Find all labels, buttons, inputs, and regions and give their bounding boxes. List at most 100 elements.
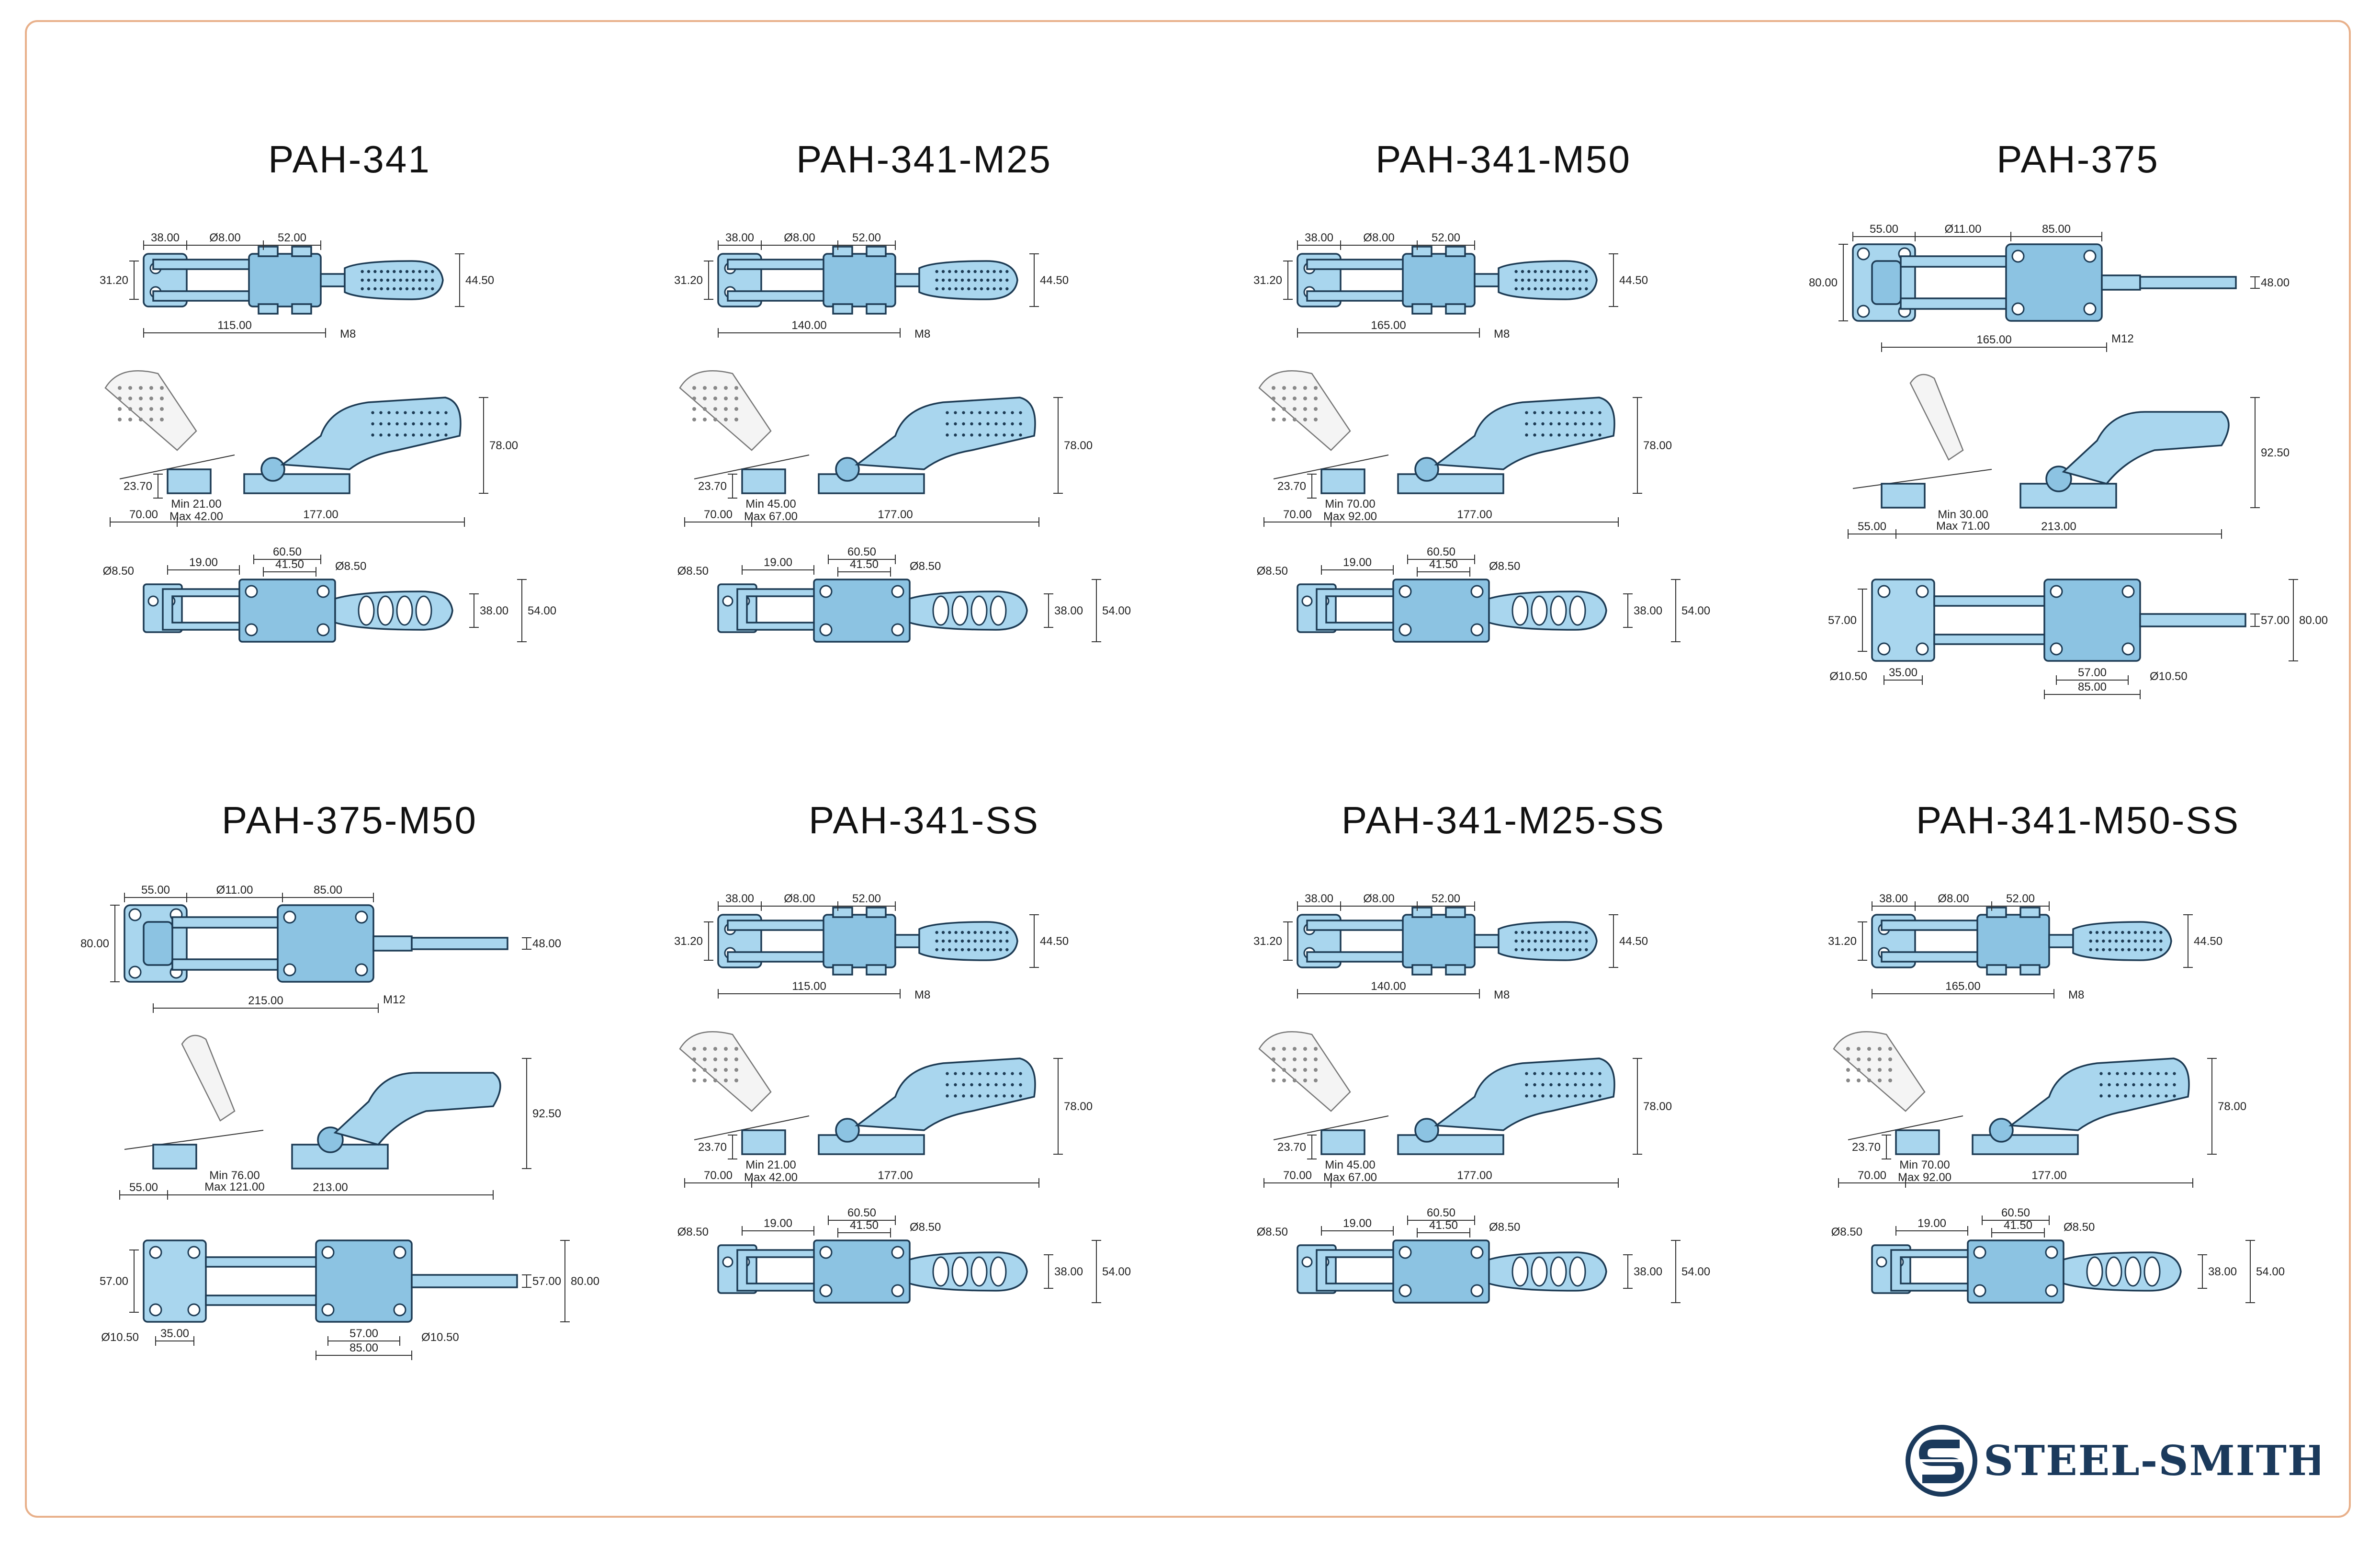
dim-d1: Ø8.50	[103, 565, 134, 578]
dim-height: 78.00	[1643, 1100, 1672, 1113]
dim-thread: M8	[1494, 328, 1510, 341]
dim-max: Max 67.00	[1323, 1171, 1377, 1184]
dim-hole: Ø8.00	[784, 892, 815, 905]
base-right	[1972, 1134, 2079, 1155]
dim-right-h: 44.50	[1040, 935, 1069, 948]
shaft	[894, 934, 920, 948]
shaft	[894, 273, 920, 287]
base-left	[741, 1129, 786, 1155]
toggle-handle	[2062, 411, 2230, 485]
dim-thread: M8	[1494, 988, 1510, 1001]
dim-thread: M12	[383, 993, 406, 1006]
dim-base-h: 23.70	[1277, 1141, 1306, 1154]
dim-w2: 52.00	[1432, 231, 1460, 244]
dim-height: 92.50	[532, 1107, 561, 1120]
brand-name: STEEL-SMITH	[1984, 1437, 2320, 1485]
dim-min: Min 45.00	[1325, 1159, 1375, 1171]
dim-h1: 38.00	[1054, 604, 1083, 617]
base-left	[152, 1144, 197, 1170]
base-right	[818, 1134, 925, 1155]
dim-height: 78.00	[1064, 1100, 1093, 1113]
dim-min: Min 21.00	[171, 498, 221, 511]
dim-h2: 54.00	[2256, 1265, 2285, 1278]
dim-w3: 85.00	[2078, 681, 2107, 693]
dim-min: Min 70.00	[1325, 498, 1375, 511]
dim-length: 140.00	[791, 319, 826, 332]
dim-height: 92.50	[2261, 446, 2290, 459]
shaft	[1474, 273, 1500, 287]
dim-w1: 35.00	[160, 1327, 189, 1340]
panel-title: PAH-341-M25-SS	[1342, 799, 1665, 841]
dim-w1: 38.00	[725, 231, 754, 244]
dim-left-h: 80.00	[1809, 276, 1838, 289]
handle-bar	[411, 937, 508, 950]
dim-h1: 38.00	[2208, 1265, 2237, 1278]
base-left	[1881, 483, 1926, 509]
dim-w1: 55.00	[1870, 223, 1898, 236]
dim-d1: Ø10.50	[101, 1331, 139, 1344]
dim-base-h: 23.70	[124, 480, 152, 493]
dim-max: Max 121.00	[204, 1181, 264, 1193]
dim-d1: Ø8.50	[1831, 1226, 1862, 1238]
dim-w2: 60.50	[2001, 1206, 2030, 1219]
panel-title: PAH-341	[268, 138, 431, 181]
dim-d1: Ø10.50	[1829, 670, 1867, 683]
dim-w3: 41.50	[850, 558, 879, 571]
base-plate-left	[143, 1239, 207, 1323]
dim-h2: 80.00	[571, 1275, 599, 1288]
dim-hole: Ø8.00	[1363, 231, 1394, 244]
dim-left-h: 57.00	[1828, 614, 1857, 627]
handle-open-ghost	[1909, 374, 1964, 461]
base-left	[1320, 1129, 1365, 1155]
dim-w1: 38.00	[1305, 231, 1333, 244]
dim-d1: Ø8.50	[1257, 1226, 1288, 1238]
dim-max: Max 42.00	[744, 1171, 798, 1184]
dim-length: 165.00	[1945, 980, 1980, 993]
dim-d2: Ø10.50	[421, 1331, 459, 1344]
panel-title: PAH-375	[1996, 138, 2159, 181]
dim-max: Max 67.00	[744, 510, 798, 523]
dim-right: 213.00	[2041, 520, 2076, 533]
dim-w3: 41.50	[2004, 1219, 2032, 1232]
dim-length: 165.00	[1976, 333, 2011, 346]
dim-left: 70.00	[704, 508, 733, 521]
dim-length: 115.00	[217, 319, 252, 332]
dim-right: 177.00	[878, 508, 913, 521]
dim-h1: 38.00	[480, 604, 508, 617]
toggle-handle	[855, 1057, 1036, 1131]
clamp-body	[823, 914, 896, 968]
dim-d2: Ø8.50	[2064, 1221, 2095, 1234]
dim-right-h: 44.50	[1040, 274, 1069, 287]
dim-h2: 54.00	[1681, 1265, 1710, 1278]
dim-hole: Ø11.00	[216, 884, 253, 897]
base-right	[1397, 1134, 1504, 1155]
shaft	[2048, 934, 2074, 948]
dim-hole: Ø8.00	[784, 231, 815, 244]
dim-thread: M12	[2111, 332, 2134, 345]
dim-d2: Ø8.50	[1489, 1221, 1520, 1234]
clamp-body	[248, 253, 322, 307]
dim-h2: 54.00	[1102, 604, 1131, 617]
dim-thread: M8	[2068, 988, 2084, 1001]
dim-right: 177.00	[1457, 508, 1492, 521]
panel-title: PAH-341-M25	[796, 138, 1052, 181]
dim-thread: M8	[914, 988, 930, 1001]
dim-right-h: 44.50	[1619, 935, 1648, 948]
dim-h1: 57.00	[532, 1275, 561, 1288]
dim-w2: 60.50	[847, 545, 876, 558]
dim-height: 78.00	[489, 439, 518, 452]
dim-w2: 85.00	[314, 884, 342, 897]
